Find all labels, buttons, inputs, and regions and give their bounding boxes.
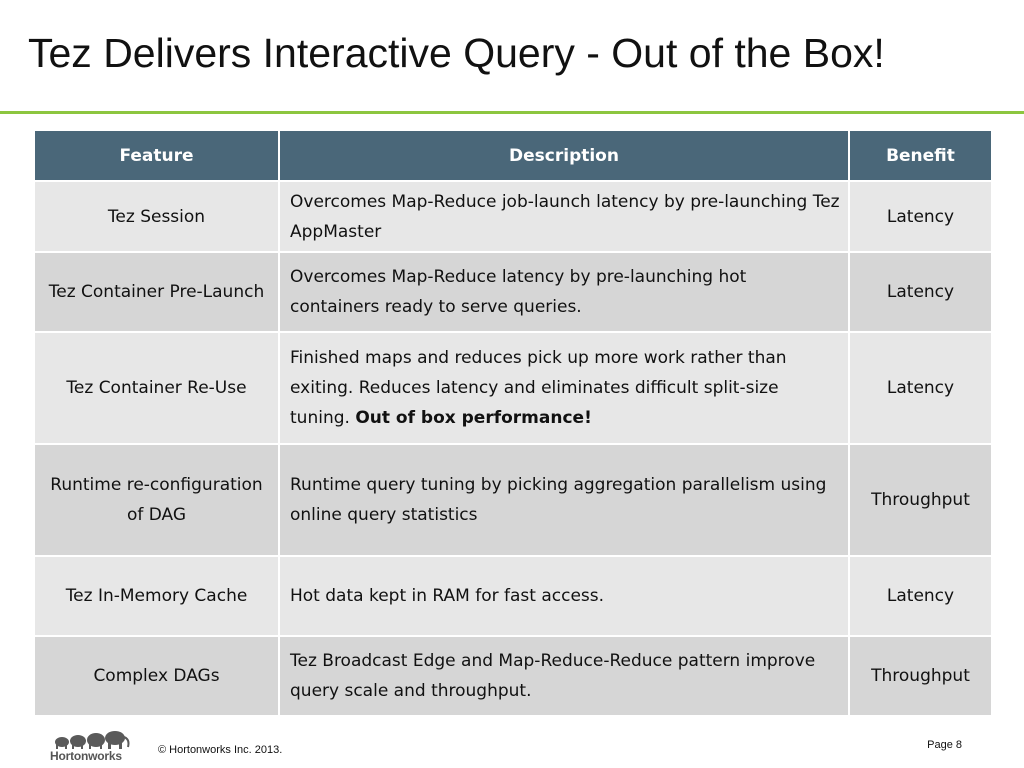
table-row: Tez Container Re-Use Finished maps and r… (33, 331, 993, 445)
benefit-cell: Latency (848, 555, 993, 637)
table-row: Complex DAGs Tez Broadcast Edge and Map-… (33, 635, 993, 717)
benefit-cell: Latency (848, 331, 993, 445)
table-row: Tez In-Memory Cache Hot data kept in RAM… (33, 555, 993, 637)
slide-title: Tez Delivers Interactive Query - Out of … (28, 30, 885, 76)
description-cell: Runtime query tuning by picking aggregat… (278, 443, 850, 557)
benefit-cell: Throughput (848, 443, 993, 557)
description-text: Finished maps and reduces pick up more w… (290, 348, 787, 428)
feature-cell: Tez Session (33, 180, 280, 253)
description-text: Runtime query tuning by picking aggregat… (290, 475, 827, 525)
benefit-cell: Latency (848, 180, 993, 253)
description-cell: Tez Broadcast Edge and Map-Reduce-Reduce… (278, 635, 850, 717)
table-row: Tez Container Pre-Launch Overcomes Map-R… (33, 251, 993, 333)
feature-cell: Tez Container Pre-Launch (33, 251, 280, 333)
description-text: Tez Broadcast Edge and Map-Reduce-Reduce… (290, 651, 816, 701)
feature-cell: Complex DAGs (33, 635, 280, 717)
header-description: Description (278, 129, 850, 182)
title-divider (0, 111, 1024, 114)
description-cell: Overcomes Map-Reduce job-launch latency … (278, 180, 850, 253)
table-header-row: Feature Description Benefit (33, 129, 993, 182)
description-cell: Finished maps and reduces pick up more w… (278, 331, 850, 445)
description-text: Overcomes Map-Reduce job-launch latency … (290, 191, 840, 242)
table-row: Tez Session Overcomes Map-Reduce job-lau… (33, 180, 993, 253)
description-cell: Hot data kept in RAM for fast access. (278, 555, 850, 637)
header-benefit: Benefit (848, 129, 993, 182)
copyright-text: © Hortonworks Inc. 2013. (158, 744, 283, 756)
logo-wordmark: Hortonworks (50, 749, 122, 763)
feature-table: Feature Description Benefit Tez Session … (33, 129, 993, 717)
description-emphasis: Out of box performance! (355, 408, 592, 428)
feature-cell: Runtime re-configuration of DAG (33, 443, 280, 557)
benefit-cell: Latency (848, 251, 993, 333)
feature-cell: Tez Container Re-Use (33, 331, 280, 445)
description-text: Hot data kept in RAM for fast access. (290, 586, 605, 606)
description-cell: Overcomes Map-Reduce latency by pre-laun… (278, 251, 850, 333)
page-number: Page 8 (927, 739, 962, 751)
benefit-cell: Throughput (848, 635, 993, 717)
header-feature: Feature (33, 129, 280, 182)
feature-cell: Tez In-Memory Cache (33, 555, 280, 637)
slide-footer (0, 722, 1024, 768)
hortonworks-logo-icon (55, 731, 130, 749)
table-row: Runtime re-configuration of DAG Runtime … (33, 443, 993, 557)
description-text: Overcomes Map-Reduce latency by pre-laun… (290, 267, 747, 317)
